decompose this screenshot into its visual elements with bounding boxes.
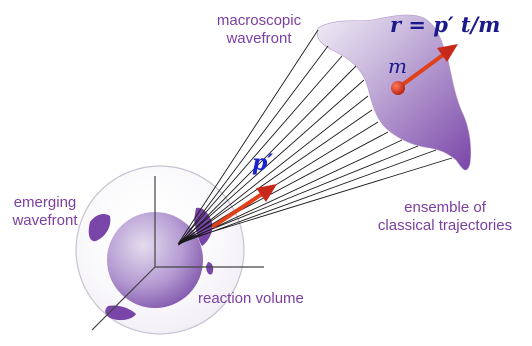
coordinate-axes [91,176,264,331]
ensemble-label: ensemble of classical trajectories [370,199,520,235]
emerging-wavefront-label: emerging wavefront [4,194,86,230]
reaction-volume-label: reaction volume [198,290,304,307]
momentum-symbol: p′ [252,150,274,176]
trajectory-line [181,149,437,244]
trajectory-line [181,157,453,242]
trajectory-line [178,55,343,244]
particle-dot [391,81,405,95]
trajectory-line [181,145,419,242]
macroscopic-wavefront-label: macroscopic wavefront [210,12,308,48]
ensemble-label-line1: ensemble of [404,199,486,216]
emerging-wavefront-fragment [88,214,111,242]
trajectory-line [179,95,369,245]
macroscopic-label-line1: macroscopic [216,12,302,29]
emerging-label-line1: emerging [13,194,77,211]
position-equation: r = p′ t/m [390,12,501,37]
trajectory-line [179,109,373,243]
mass-symbol: m [388,54,407,78]
trajectory-line [177,29,319,245]
trajectory-line [179,79,365,244]
position-arrow [396,44,458,90]
macroscopic-label-line2: wavefront [226,30,292,47]
trajectory-line [180,121,379,245]
emerging-wavefront-fragment [206,262,214,275]
ensemble-label-line2: classical trajectories [377,217,513,234]
trajectory-line [180,139,403,244]
trajectory-line [177,45,329,246]
emerging-label-line2: wavefront [12,212,78,229]
momentum-arrow [212,184,277,228]
trajectory-line [178,65,357,246]
